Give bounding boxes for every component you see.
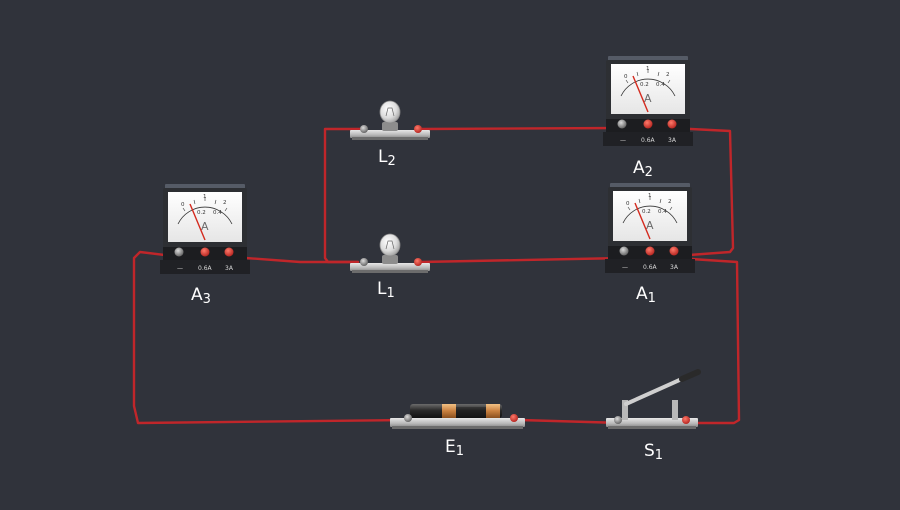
e1-terminal-pos[interactable] (510, 414, 518, 422)
wire-a1-switch[interactable] (674, 256, 741, 425)
s1-terminal-left[interactable] (614, 416, 622, 424)
a2-terminal-neg[interactable] (617, 119, 627, 129)
l2-bulb-glass (379, 100, 401, 124)
a1-scale-1: 1 (648, 193, 652, 199)
a2-needle (632, 75, 649, 113)
battery-e1[interactable] (390, 404, 525, 429)
l1-terminal-left[interactable] (360, 258, 368, 266)
a3-terminal-06[interactable] (200, 247, 210, 257)
a2-scale-inner-04: 0.4 (656, 82, 665, 88)
a2-scale-2: 2 (666, 72, 670, 78)
a2-scale-inner-02: 0.2 (640, 82, 649, 88)
a3-term-06-label: 0.6A (198, 265, 213, 272)
bulb-l1[interactable] (350, 233, 430, 273)
l2-terminal-right[interactable] (414, 125, 422, 133)
label-e1: E1 (445, 437, 464, 459)
s1-blade[interactable] (624, 376, 686, 406)
ammeter-a1[interactable]: 0 1 2 0.2 0.4 A — 0.6A 3A (605, 183, 695, 273)
a3-scale-2: 2 (223, 200, 227, 206)
s1-terminal-right[interactable] (682, 416, 690, 424)
wire-l1-a1[interactable] (418, 256, 626, 264)
label-s1: S1 (644, 441, 663, 463)
a3-scale-1: 1 (203, 194, 207, 200)
e1-terminal-neg[interactable] (404, 414, 412, 422)
ammeter-a3[interactable]: 0 1 2 0.2 0.4 A — 0.6A 3A (160, 184, 250, 274)
l1-bulb-glass (379, 233, 401, 257)
a2-term-06-label: 0.6A (641, 137, 656, 144)
a2-scale-0: 0 (624, 74, 628, 80)
a2-terminal-3[interactable] (667, 119, 677, 129)
a1-term-neg-label: — (622, 264, 628, 271)
wire-battery-a3[interactable] (132, 250, 411, 425)
a1-terminal-06[interactable] (645, 246, 655, 256)
l1-terminal-right[interactable] (414, 258, 422, 266)
a3-scale-inner-02: 0.2 (197, 210, 206, 216)
a1-term-3-label: 3A (670, 264, 679, 271)
a3-face-unit: A (201, 220, 209, 233)
a1-needle (634, 202, 651, 240)
a3-terminal-3[interactable] (224, 247, 234, 257)
switch-s1[interactable] (606, 369, 701, 429)
a2-face-unit: A (644, 92, 652, 105)
a3-term-3-label: 3A (225, 265, 234, 272)
a2-term-3-label: 3A (668, 137, 677, 144)
a3-term-neg-label: — (177, 265, 183, 272)
wire-l2-a2[interactable] (418, 126, 624, 131)
a3-terminal-neg[interactable] (174, 247, 184, 257)
l2-terminal-left[interactable] (360, 125, 368, 133)
a3-scale-0: 0 (181, 202, 185, 208)
a2-scale-1: 1 (646, 66, 650, 72)
wire-l2-junction[interactable] (323, 127, 364, 264)
label-a2: A2 (633, 158, 653, 180)
bulb-l2[interactable] (350, 100, 430, 140)
a1-terminal-3[interactable] (669, 246, 679, 256)
label-l2: L2 (378, 147, 396, 169)
a2-term-neg-label: — (620, 137, 626, 144)
wires (132, 126, 741, 425)
a1-scale-inner-02: 0.2 (642, 209, 651, 215)
a3-needle (189, 203, 206, 241)
label-a1: A1 (636, 284, 656, 306)
wire-a3-junction[interactable] (231, 255, 360, 264)
a1-face-unit: A (646, 219, 654, 232)
a2-terminal-06[interactable] (643, 119, 653, 129)
a3-scale-inner-04: 0.4 (213, 210, 222, 216)
a1-scale-2: 2 (668, 199, 672, 205)
a1-scale-0: 0 (626, 201, 630, 207)
a1-scale-inner-04: 0.4 (658, 209, 667, 215)
wire-a2-a1[interactable] (670, 126, 735, 258)
label-l1: L1 (377, 279, 395, 301)
ammeter-a2[interactable]: 0 1 2 0.2 0.4 A — 0.6A 3A (603, 56, 693, 146)
label-a3: A3 (191, 285, 211, 307)
wire-switch-battery[interactable] (518, 418, 624, 425)
a1-term-06-label: 0.6A (643, 264, 658, 271)
a1-terminal-neg[interactable] (619, 246, 629, 256)
